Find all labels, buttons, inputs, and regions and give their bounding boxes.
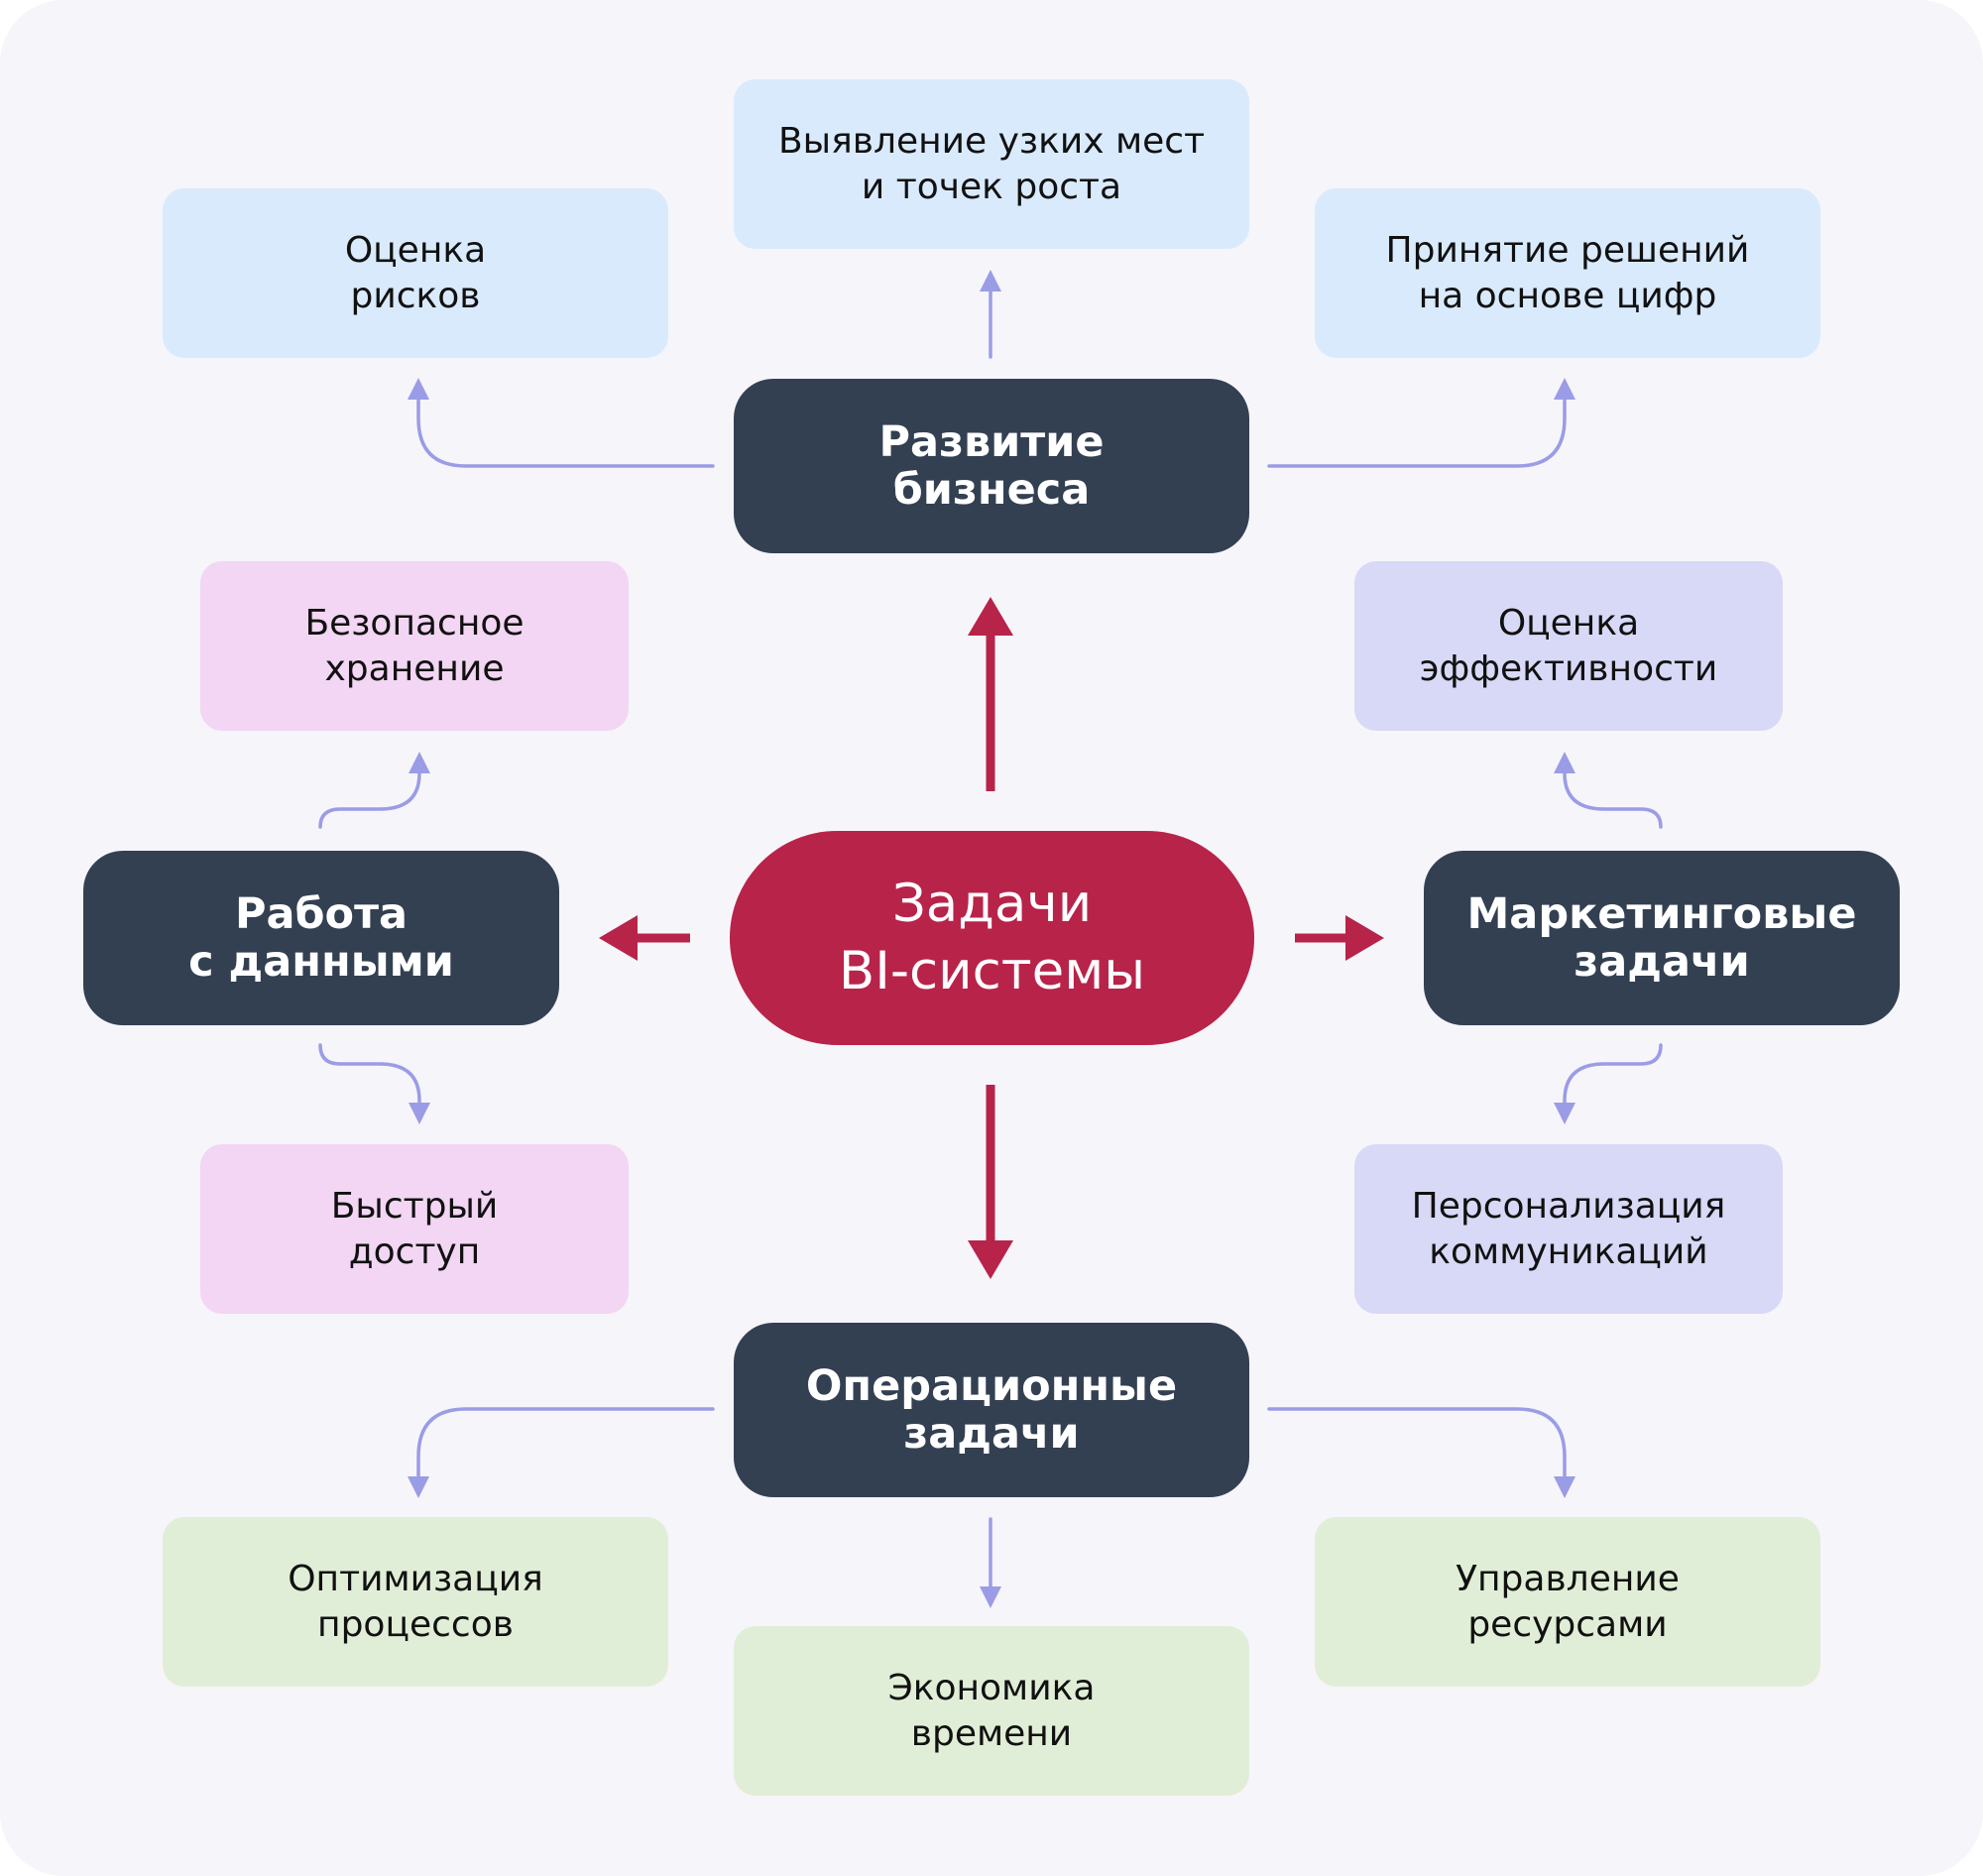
leaf-secure-storage: Безопасное хранение: [200, 561, 629, 731]
leaf-risk-assessment: Оценка рисков: [163, 188, 668, 358]
leaf-bottlenecks: Выявление узких мест и точек роста: [734, 79, 1249, 249]
arrowhead-time: [980, 1586, 1001, 1608]
main-arrowhead-down: [968, 1240, 1013, 1279]
leaf-communication-personalization: Персонализация коммуникаций: [1354, 1144, 1783, 1314]
connector-operations-to-processes: [416, 1407, 715, 1489]
leaf-efficiency-evaluation: Оценка эффективности: [1354, 561, 1783, 731]
leaf-resource-management: Управление ресурсами: [1315, 1517, 1820, 1687]
hub-marketing-tasks-label: Маркетинговые задачи: [1466, 889, 1857, 987]
leaf-data-driven-decisions-label: Принятие решений на основе цифр: [1385, 229, 1750, 316]
connector-data-to-storage: [318, 765, 421, 829]
leaf-resource-management-label: Управление ресурсами: [1456, 1558, 1680, 1645]
leaf-bottlenecks-label: Выявление узких мест и точек роста: [777, 120, 1206, 207]
leaf-time-economy-label: Экономика времени: [887, 1667, 1096, 1754]
leaf-efficiency-evaluation-label: Оценка эффективности: [1419, 602, 1718, 689]
center-node: Задачи BI-системы: [730, 831, 1254, 1045]
hub-business-development-label: Развитие бизнеса: [878, 417, 1105, 515]
center-node-label: Задачи BI-системы: [838, 874, 1146, 1001]
arrowhead-access: [408, 1103, 430, 1124]
hub-operational-tasks-label: Операционные задачи: [805, 1361, 1178, 1459]
arrowhead-processes: [408, 1476, 429, 1498]
hub-operational-tasks: Операционные задачи: [734, 1323, 1249, 1497]
connector-data-to-access: [318, 1043, 421, 1109]
leaf-process-optimization: Оптимизация процессов: [163, 1517, 668, 1687]
arrowhead-decisions: [1554, 378, 1575, 400]
connector-business-to-decisions: [1267, 387, 1567, 468]
leaf-time-economy: Экономика времени: [734, 1626, 1249, 1796]
leaf-fast-access-label: Быстрый доступ: [330, 1185, 499, 1272]
main-arrowhead-up: [968, 597, 1013, 636]
arrowhead-risk: [408, 378, 429, 400]
connector-operations-to-resources: [1267, 1407, 1567, 1489]
leaf-communication-personalization-label: Персонализация коммуникаций: [1411, 1185, 1726, 1272]
arrowhead-storage: [408, 752, 430, 773]
arrowhead-bottlenecks: [980, 270, 1001, 292]
leaf-risk-assessment-label: Оценка рисков: [344, 229, 487, 316]
hub-data-work-label: Работа с данными: [188, 889, 454, 987]
connector-marketing-to-personalization: [1563, 1043, 1663, 1109]
leaf-secure-storage-label: Безопасное хранение: [304, 602, 525, 689]
connector-marketing-to-efficiency: [1563, 765, 1663, 829]
arrowhead-resources: [1554, 1476, 1575, 1498]
arrowhead-personalization: [1554, 1103, 1575, 1124]
leaf-fast-access: Быстрый доступ: [200, 1144, 629, 1314]
main-arrowhead-right: [1345, 915, 1384, 961]
main-arrowhead-left: [599, 915, 638, 961]
hub-marketing-tasks: Маркетинговые задачи: [1424, 851, 1900, 1025]
hub-data-work: Работа с данными: [83, 851, 559, 1025]
leaf-data-driven-decisions: Принятие решений на основе цифр: [1315, 188, 1820, 358]
hub-business-development: Развитие бизнеса: [734, 379, 1249, 553]
leaf-process-optimization-label: Оптимизация процессов: [288, 1558, 543, 1645]
arrowhead-efficiency: [1554, 752, 1575, 773]
connector-business-to-risk: [416, 387, 715, 468]
